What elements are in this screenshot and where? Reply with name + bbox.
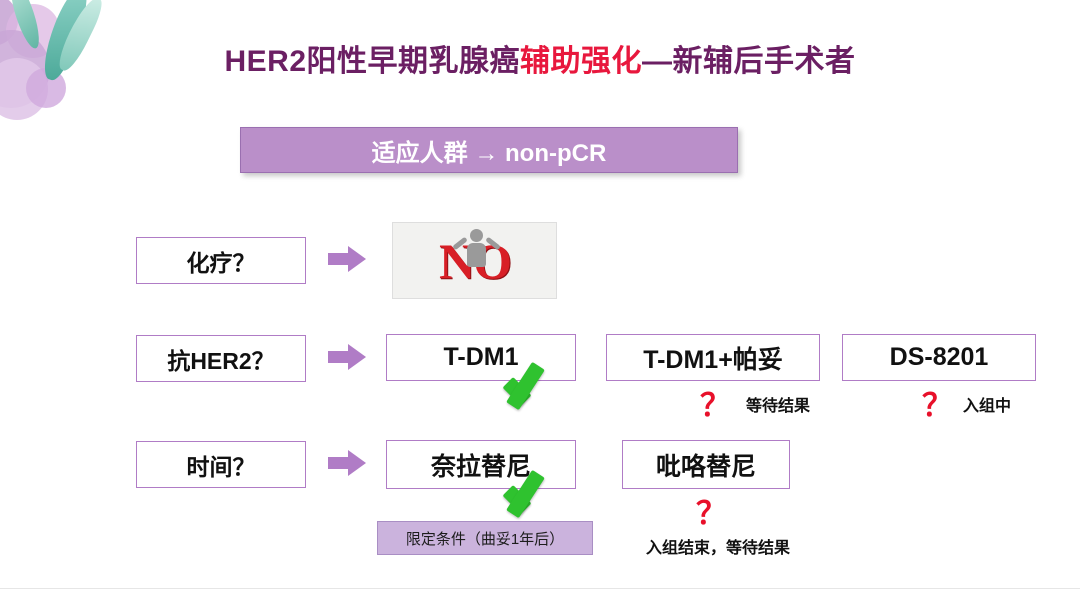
floral-decoration-icon	[0, 0, 120, 120]
arrow-right-icon-2	[328, 344, 368, 370]
arrow-right-icon-3	[328, 450, 368, 476]
question-mark-icon-1: ？	[700, 388, 731, 423]
arrow-right-icon-1	[328, 246, 368, 272]
question-mark-icon-2: ？	[922, 388, 953, 423]
page-title-tail: —新辅后手术者	[642, 45, 856, 78]
person-icon	[452, 229, 501, 291]
status-note-enrolling: 入组中	[963, 398, 1012, 415]
status-note-awaiting-results-2: 入组结束，等待结果	[646, 540, 791, 557]
treatment-box-tdm1-pertuzumab: T-DM1+帕妥	[606, 334, 820, 381]
footer-divider	[0, 588, 1080, 589]
question-mark-icon-3: ？	[696, 496, 727, 531]
question-box-anti-her2: 抗HER2？	[136, 335, 306, 382]
target-population-banner: 适应人群 → non-pCR	[240, 127, 738, 173]
page-title-highlight: 辅助强化	[520, 45, 643, 78]
question-box-duration: 时间？	[136, 441, 306, 488]
treatment-box-ds8201: DS-8201	[842, 334, 1036, 381]
treatment-box-pyrotinib: 吡咯替尼	[622, 440, 790, 489]
page-title: HER2阳性早期乳腺癌辅助强化—新辅后手术者	[0, 36, 1080, 80]
question-box-chemotherapy: 化疗？	[136, 237, 306, 284]
green-check-icon-2	[500, 466, 560, 528]
status-note-awaiting-results-1: 等待结果	[746, 398, 811, 415]
treatment-box-tdm1: T-DM1	[386, 334, 576, 381]
treatment-box-neratinib: 奈拉替尼	[386, 440, 576, 489]
page-title-main: HER2阳性早期乳腺癌	[224, 45, 521, 78]
condition-badge-neratinib: 限定条件（曲妥1年后）	[377, 521, 593, 555]
green-check-icon-1	[500, 358, 560, 420]
no-answer-image: NO	[392, 222, 557, 299]
